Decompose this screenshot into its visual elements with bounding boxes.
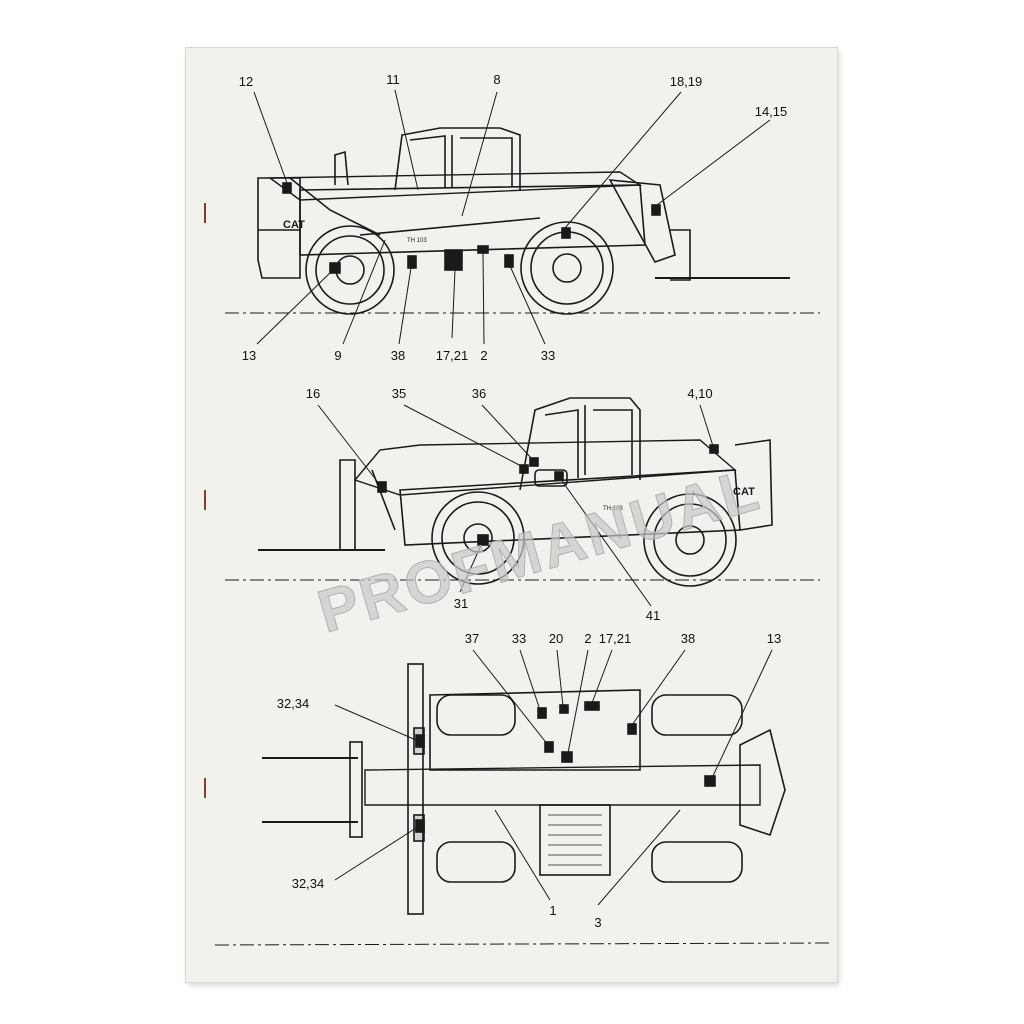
side-view-right bbox=[225, 397, 820, 587]
callout-label: 37 bbox=[465, 631, 479, 646]
callout-label: 20 bbox=[549, 631, 563, 646]
callout-label: 9 bbox=[334, 348, 341, 363]
callout-label: 1 bbox=[549, 903, 556, 918]
callout-labels: 12 11 8 18,19 14,15 13 9 38 17,21 2 33 1… bbox=[239, 72, 788, 930]
side-view-right-leaders bbox=[317, 404, 714, 607]
callout-label: 41 bbox=[646, 608, 660, 623]
side-view-left-model-mark: TH 103 bbox=[407, 238, 427, 244]
callout-label: 38 bbox=[681, 631, 695, 646]
callout-label: 33 bbox=[541, 348, 555, 363]
side-view-left bbox=[225, 127, 820, 315]
callout-label: 32,34 bbox=[277, 696, 310, 711]
callout-label: 33 bbox=[512, 631, 526, 646]
callout-label: 32,34 bbox=[292, 876, 325, 891]
callout-label: 36 bbox=[472, 386, 486, 401]
top-view-leaders bbox=[334, 649, 773, 906]
callout-label: 17,21 bbox=[436, 348, 469, 363]
callout-label: 4,10 bbox=[687, 386, 712, 401]
callout-label: 17,21 bbox=[599, 631, 632, 646]
callout-label: 13 bbox=[767, 631, 781, 646]
side-view-right-model-mark: TH 103 bbox=[603, 506, 623, 512]
callout-label: 2 bbox=[480, 348, 487, 363]
callout-label: 2 bbox=[584, 631, 591, 646]
side-view-right-brand-mark: CAT bbox=[733, 486, 755, 498]
callout-label: 38 bbox=[391, 348, 405, 363]
callout-label: 18,19 bbox=[670, 74, 703, 89]
side-view-left-brand-mark: CAT bbox=[283, 219, 305, 231]
callout-label: 8 bbox=[493, 72, 500, 87]
callout-label: 12 bbox=[239, 74, 253, 89]
callout-label: 14,15 bbox=[755, 104, 788, 119]
top-view bbox=[262, 663, 786, 915]
callout-label: 13 bbox=[242, 348, 256, 363]
callout-label: 16 bbox=[306, 386, 320, 401]
callout-label: 35 bbox=[392, 386, 406, 401]
callout-label: 11 bbox=[386, 72, 400, 87]
footer-rule bbox=[214, 942, 831, 946]
callout-label: 3 bbox=[594, 915, 601, 930]
side-view-left-leaders bbox=[253, 89, 771, 345]
callout-label: 31 bbox=[454, 596, 468, 611]
